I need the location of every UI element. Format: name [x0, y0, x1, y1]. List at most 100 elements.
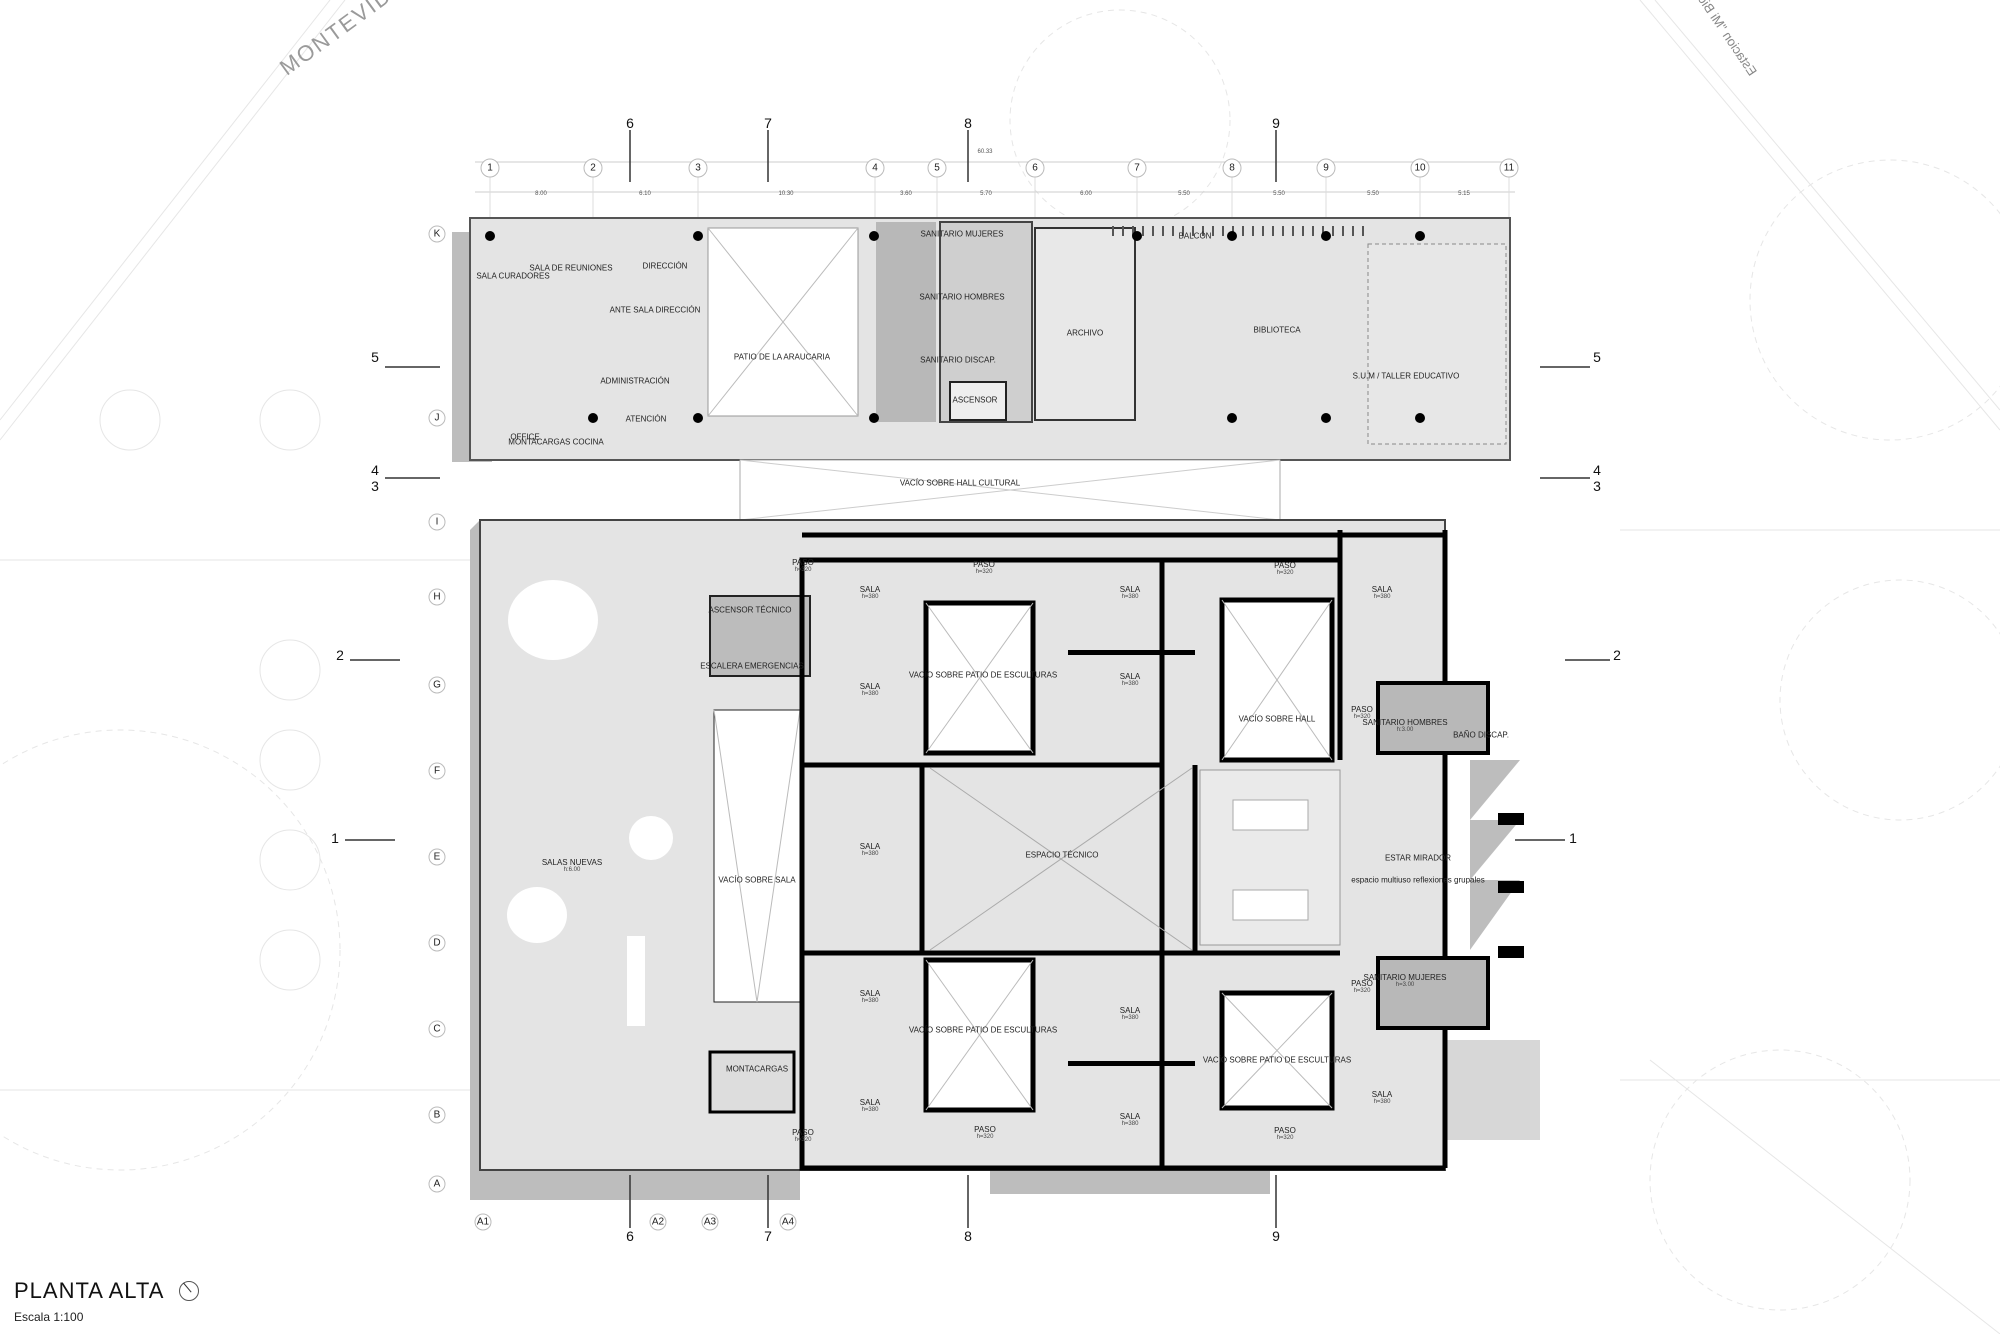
title-block: PLANTA ALTA Escala 1:100	[14, 1278, 199, 1324]
section-mark: 7	[764, 115, 772, 131]
grid-row-label: H	[433, 591, 441, 603]
room-label: ESCALERA EMERGENCIAS	[700, 661, 804, 671]
room-label: ATENCIÓN	[625, 414, 667, 424]
dimension-label: 5.15	[1458, 191, 1470, 197]
dimension-label: 6.10	[639, 191, 651, 197]
room-label: BIBLIOTECA	[1253, 325, 1301, 335]
room-label: ARCHIVO	[1066, 328, 1104, 338]
dimension-label: 60.33	[977, 149, 993, 155]
section-marks	[345, 130, 1610, 1228]
room-label: VACÍO SOBRE SALA	[718, 875, 796, 885]
room-label: MONTACARGAS	[725, 1064, 789, 1074]
drawing-scale: Escala 1:100	[14, 1310, 84, 1324]
grid-row-label: E	[433, 851, 441, 863]
room-label: SANITARIO HOMBRES	[919, 292, 1005, 302]
room-label: ADMINISTRACIÓN	[600, 376, 670, 386]
grid-column-label: 9	[1323, 162, 1329, 174]
room-label: ESTAR MIRADOR	[1384, 853, 1452, 863]
grid-column-label: 2	[590, 162, 596, 174]
section-mark: 9	[1272, 1228, 1280, 1244]
section-mark: 2	[1613, 647, 1621, 663]
room-label: PATIO DE LA ARAUCARIA	[733, 352, 831, 362]
section-mark: 5	[371, 349, 379, 365]
lower-block	[470, 519, 1540, 1200]
section-mark: 5	[1593, 349, 1601, 365]
grid-row-label: G	[433, 679, 441, 691]
room-label: OFFICE	[510, 432, 540, 442]
grid-column-label: 8	[1229, 162, 1235, 174]
room-label: VACÍO SOBRE HALL CULTURAL	[899, 478, 1021, 488]
section-mark: 1	[1569, 830, 1577, 846]
room-label: ESPACIO TÉCNICO	[1025, 850, 1099, 860]
grid-row-label: F	[433, 765, 441, 777]
room-label: ASCENSOR TÉCNICO	[708, 605, 792, 615]
room-label: ANTE SALA DIRECCIÓN	[609, 305, 701, 315]
grid-column-label: A3	[703, 1216, 717, 1228]
grid-column-label: 10	[1414, 162, 1426, 174]
room-label: DIRECCIÓN	[642, 261, 688, 271]
grid-row-label: A	[433, 1178, 441, 1190]
grid-row-label: K	[433, 228, 441, 240]
grid-row-label: C	[433, 1023, 441, 1035]
section-mark: 8	[964, 115, 972, 131]
dimension-label: 6.00	[1080, 191, 1092, 197]
section-mark: 9	[1272, 115, 1280, 131]
grid-column-label: A2	[651, 1216, 665, 1228]
room-label: VACÍO SOBRE PATIO DE ESCULTURAS	[908, 1025, 1058, 1035]
grid-column-label: 1	[487, 162, 493, 174]
column-grid-markers	[474, 158, 1519, 1231]
grid-column-label: 11	[1503, 162, 1515, 174]
room-label: VACÍO SOBRE PATIO DE ESCULTURAS	[1202, 1055, 1352, 1065]
grid-column-label: 3	[695, 162, 701, 174]
grid-column-label: 7	[1134, 162, 1140, 174]
drawing-title: PLANTA ALTA	[14, 1278, 165, 1303]
section-mark: 4	[371, 462, 379, 478]
section-mark: 8	[964, 1228, 972, 1244]
dimension-label: 5.70	[980, 191, 992, 197]
room-label: SANITARIO DISCAP.	[920, 355, 996, 365]
room-label: espacio multiuso reflexiones grupales	[1351, 875, 1485, 885]
room-label: SALA DE REUNIONES	[529, 263, 613, 273]
grid-row-label: D	[433, 937, 441, 949]
room-label: ASCENSOR	[952, 395, 998, 405]
room-label: MONTACARGAS COCINA	[508, 437, 604, 447]
grid-column-label: A4	[781, 1216, 795, 1228]
room-label: VACÍO SOBRE PATIO DE ESCULTURAS	[908, 670, 1058, 680]
row-grid-markers	[428, 225, 446, 1193]
room-label: S.U.M / TALLER EDUCATIVO	[1352, 371, 1460, 381]
section-mark: 6	[626, 1228, 634, 1244]
grid-row-label: I	[435, 516, 439, 528]
room-label: BAÑO DISCAP.	[1453, 730, 1509, 740]
dimension-label: 10.30	[778, 191, 794, 197]
room-label: SALA CURADORES	[476, 271, 550, 281]
room-label: BALCÓN	[1178, 231, 1212, 241]
grid-column-label: 5	[934, 162, 940, 174]
grid-row-label: B	[433, 1109, 441, 1121]
section-mark: 1	[331, 830, 339, 846]
upper-block	[452, 217, 1511, 462]
grid-column-label: A1	[476, 1216, 490, 1228]
dimension-label: 5.50	[1273, 191, 1285, 197]
dimension-label: 8.00	[535, 191, 547, 197]
